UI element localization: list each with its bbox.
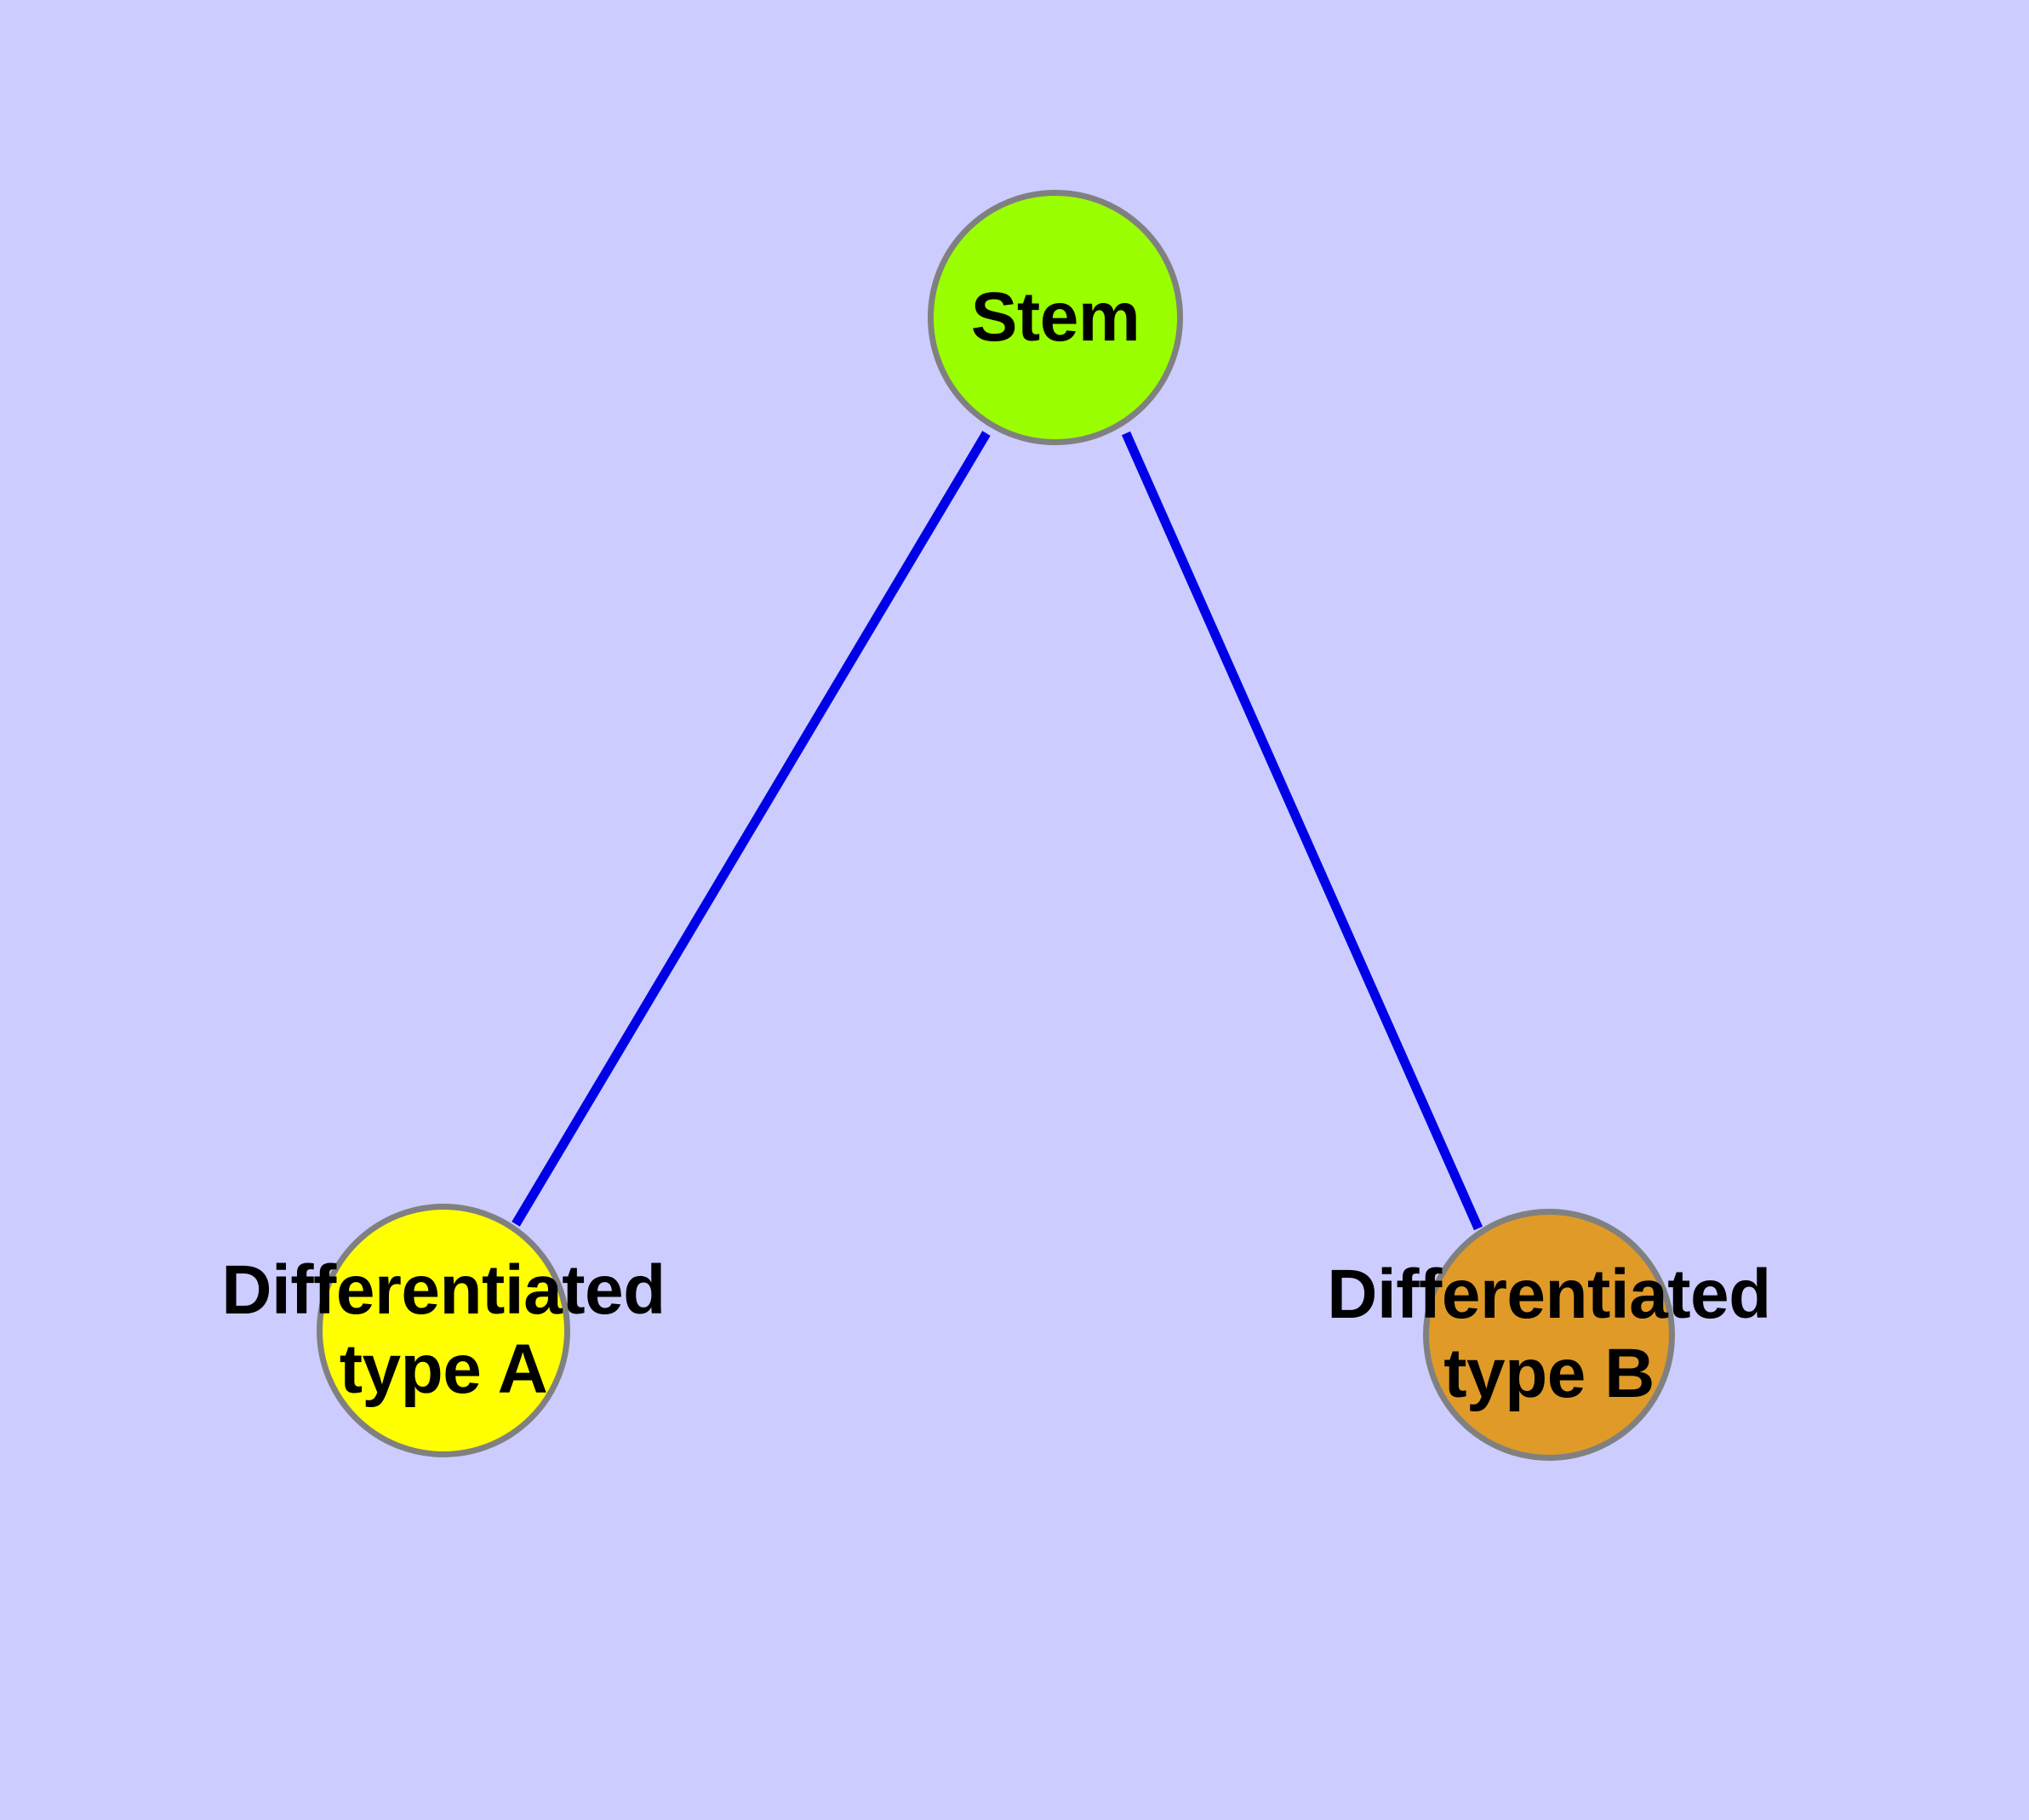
node-label-diff-a: Differentiated type A — [221, 1251, 666, 1408]
edge-stem-to-diff-a — [512, 431, 991, 1227]
node-label-diff-b: Differentiated type B — [1327, 1256, 1771, 1412]
node-label-stem: Stem — [970, 278, 1140, 356]
node-stem[interactable] — [928, 190, 1183, 445]
edge-stem-to-diff-b — [1121, 431, 1483, 1231]
node-diff-a[interactable] — [317, 1204, 570, 1457]
node-diff-b[interactable] — [1423, 1209, 1675, 1461]
